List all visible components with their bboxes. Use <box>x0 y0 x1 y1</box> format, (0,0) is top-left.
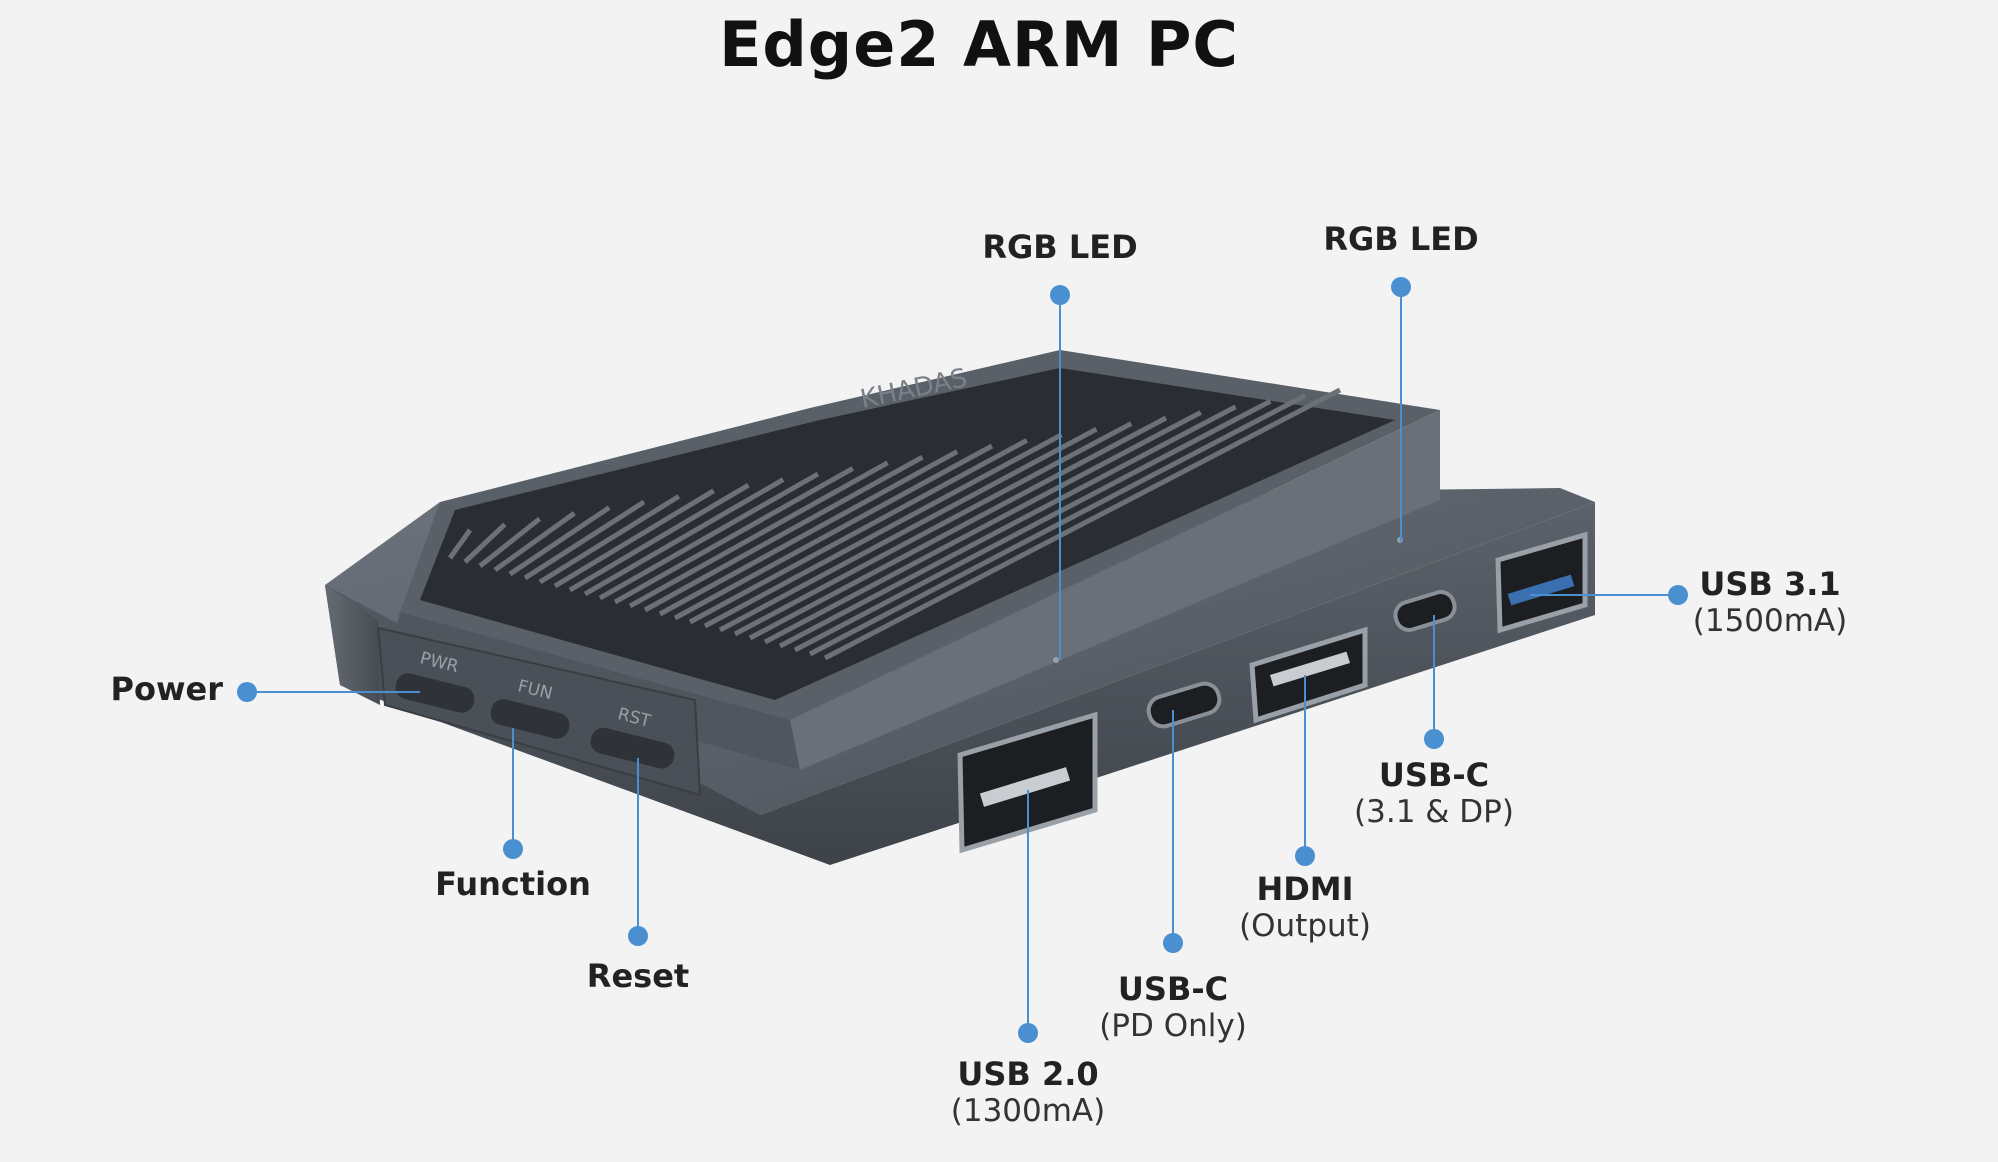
usb-c-pd-sub: (PD Only) <box>1099 1008 1247 1045</box>
led-window-1 <box>1053 657 1059 663</box>
power-name: Power <box>110 670 223 708</box>
heatsink-fin <box>688 438 1028 625</box>
rgb-led-1-dot <box>1050 285 1070 305</box>
rgb-led-1-label: RGB LED <box>960 228 1160 266</box>
power-label: Power <box>98 670 223 708</box>
usb-2-port <box>957 711 1098 854</box>
rgb-led-2-name: RGB LED <box>1323 220 1479 258</box>
heatsink-fin <box>628 460 889 609</box>
power-dot <box>237 682 257 702</box>
reset-label: Reset <box>538 957 738 995</box>
usb-3-dot <box>1668 585 1688 605</box>
usb-3-sub: (1500mA) <box>1692 603 1848 640</box>
heatsink-fin <box>703 432 1063 629</box>
rgb-led-1-name: RGB LED <box>982 228 1138 266</box>
heatsink-fin <box>463 522 507 564</box>
heatsink-fin <box>673 443 994 621</box>
heatsink-fin <box>778 404 1237 649</box>
heatsink-fin <box>598 471 820 601</box>
usb-3-label: USB 3.1 (1500mA) <box>1690 565 1850 641</box>
heatsink-fin <box>523 499 646 581</box>
usb-3-port <box>1495 531 1588 634</box>
usb-c-pd-dot <box>1163 933 1183 953</box>
heatsink-fin <box>553 488 715 589</box>
usb-2-label: USB 2.0 (1300mA) <box>908 1055 1148 1131</box>
usb-c-dp-dot <box>1424 729 1444 749</box>
heatsink-fin <box>493 511 576 573</box>
usb-c-pd-port <box>1146 681 1222 729</box>
heatsink-front-face <box>790 410 1440 770</box>
hdmi-label: HDMI (Output) <box>1185 870 1425 946</box>
heatsink-fin <box>613 466 855 605</box>
function-button <box>490 699 570 739</box>
usb-3-name: USB 3.1 <box>1699 565 1841 603</box>
heatsink-fin <box>447 528 473 560</box>
reset-dot <box>628 926 648 946</box>
heatsink-fin <box>478 516 542 568</box>
usb-c-pd-label: USB-C (PD Only) <box>1053 970 1293 1046</box>
heatsink-fin <box>568 483 750 593</box>
reset-name: Reset <box>586 957 690 995</box>
callout-markers <box>237 277 1688 1043</box>
hdmi-dot <box>1295 846 1315 866</box>
heatsink-fin <box>808 393 1307 657</box>
heatsink-fin <box>583 477 785 597</box>
chassis-left-end <box>325 585 380 705</box>
rgb-led-2-dot <box>1391 277 1411 297</box>
heatsink-fin <box>793 398 1272 653</box>
heatsink-fin <box>763 410 1202 645</box>
usb-c-dp-port <box>1393 590 1457 632</box>
hdmi-port <box>1249 626 1368 724</box>
usb-2-sub: (1300mA) <box>950 1093 1106 1130</box>
usb-c-pd-name: USB-C <box>1117 970 1229 1008</box>
heatsink-fin <box>733 421 1133 637</box>
heatsink-fin <box>538 494 681 585</box>
usb-2-dot <box>1018 1023 1038 1043</box>
heatsink-fin <box>658 449 959 617</box>
heatsink-fin <box>643 455 924 613</box>
usb-c-dp-sub: (3.1 & DP) <box>1354 794 1514 831</box>
page-title: Edge2 ARM PC <box>719 8 1239 81</box>
usb-2-name: USB 2.0 <box>957 1055 1099 1093</box>
function-name: Function <box>435 865 591 903</box>
power-button <box>395 673 475 713</box>
hdmi-sub: (Output) <box>1239 908 1371 945</box>
usb-c-dp-name: USB-C <box>1378 756 1490 794</box>
rgb-led-2-label: RGB LED <box>1301 220 1501 258</box>
heatsink-fins <box>447 387 1342 661</box>
function-dot <box>503 839 523 859</box>
reset-button <box>590 727 675 769</box>
function-label: Function <box>413 865 613 903</box>
heatsink-fin <box>508 505 611 577</box>
hdmi-name: HDMI <box>1256 870 1354 908</box>
heatsink-fin <box>718 426 1098 633</box>
heatsink-fin <box>748 415 1168 641</box>
usb-c-dp-label: USB-C (3.1 & DP) <box>1314 756 1554 832</box>
heatsink-fin <box>823 387 1342 661</box>
